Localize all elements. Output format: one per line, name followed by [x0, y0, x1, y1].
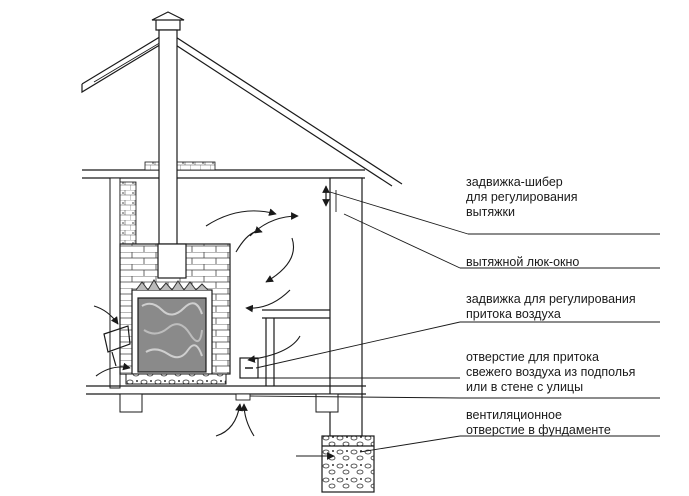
- right-wall: [329, 177, 363, 437]
- stove-firebox: [125, 279, 227, 385]
- label-exhaust-hatch: вытяжной люк-окно: [466, 255, 580, 269]
- label-fresh-air-opening: отверстие для притока свежего воздуха из…: [466, 350, 636, 394]
- bench: [262, 309, 336, 386]
- label-damper-supply: задвижка для регулирования притока возду…: [466, 292, 636, 321]
- roof: [81, 31, 403, 187]
- label-damper-exhaust: задвижка-шибер для регулирования вытяжки: [466, 175, 578, 219]
- airflow-arrows: [93, 185, 330, 437]
- ceiling: [82, 161, 365, 179]
- leader-lines: [249, 191, 660, 453]
- foundation: [296, 435, 375, 493]
- label-foundation-vent: вентиляционное отверстие в фундаменте: [466, 408, 611, 437]
- stove-door: [103, 325, 131, 367]
- foundation-posts: [119, 393, 339, 413]
